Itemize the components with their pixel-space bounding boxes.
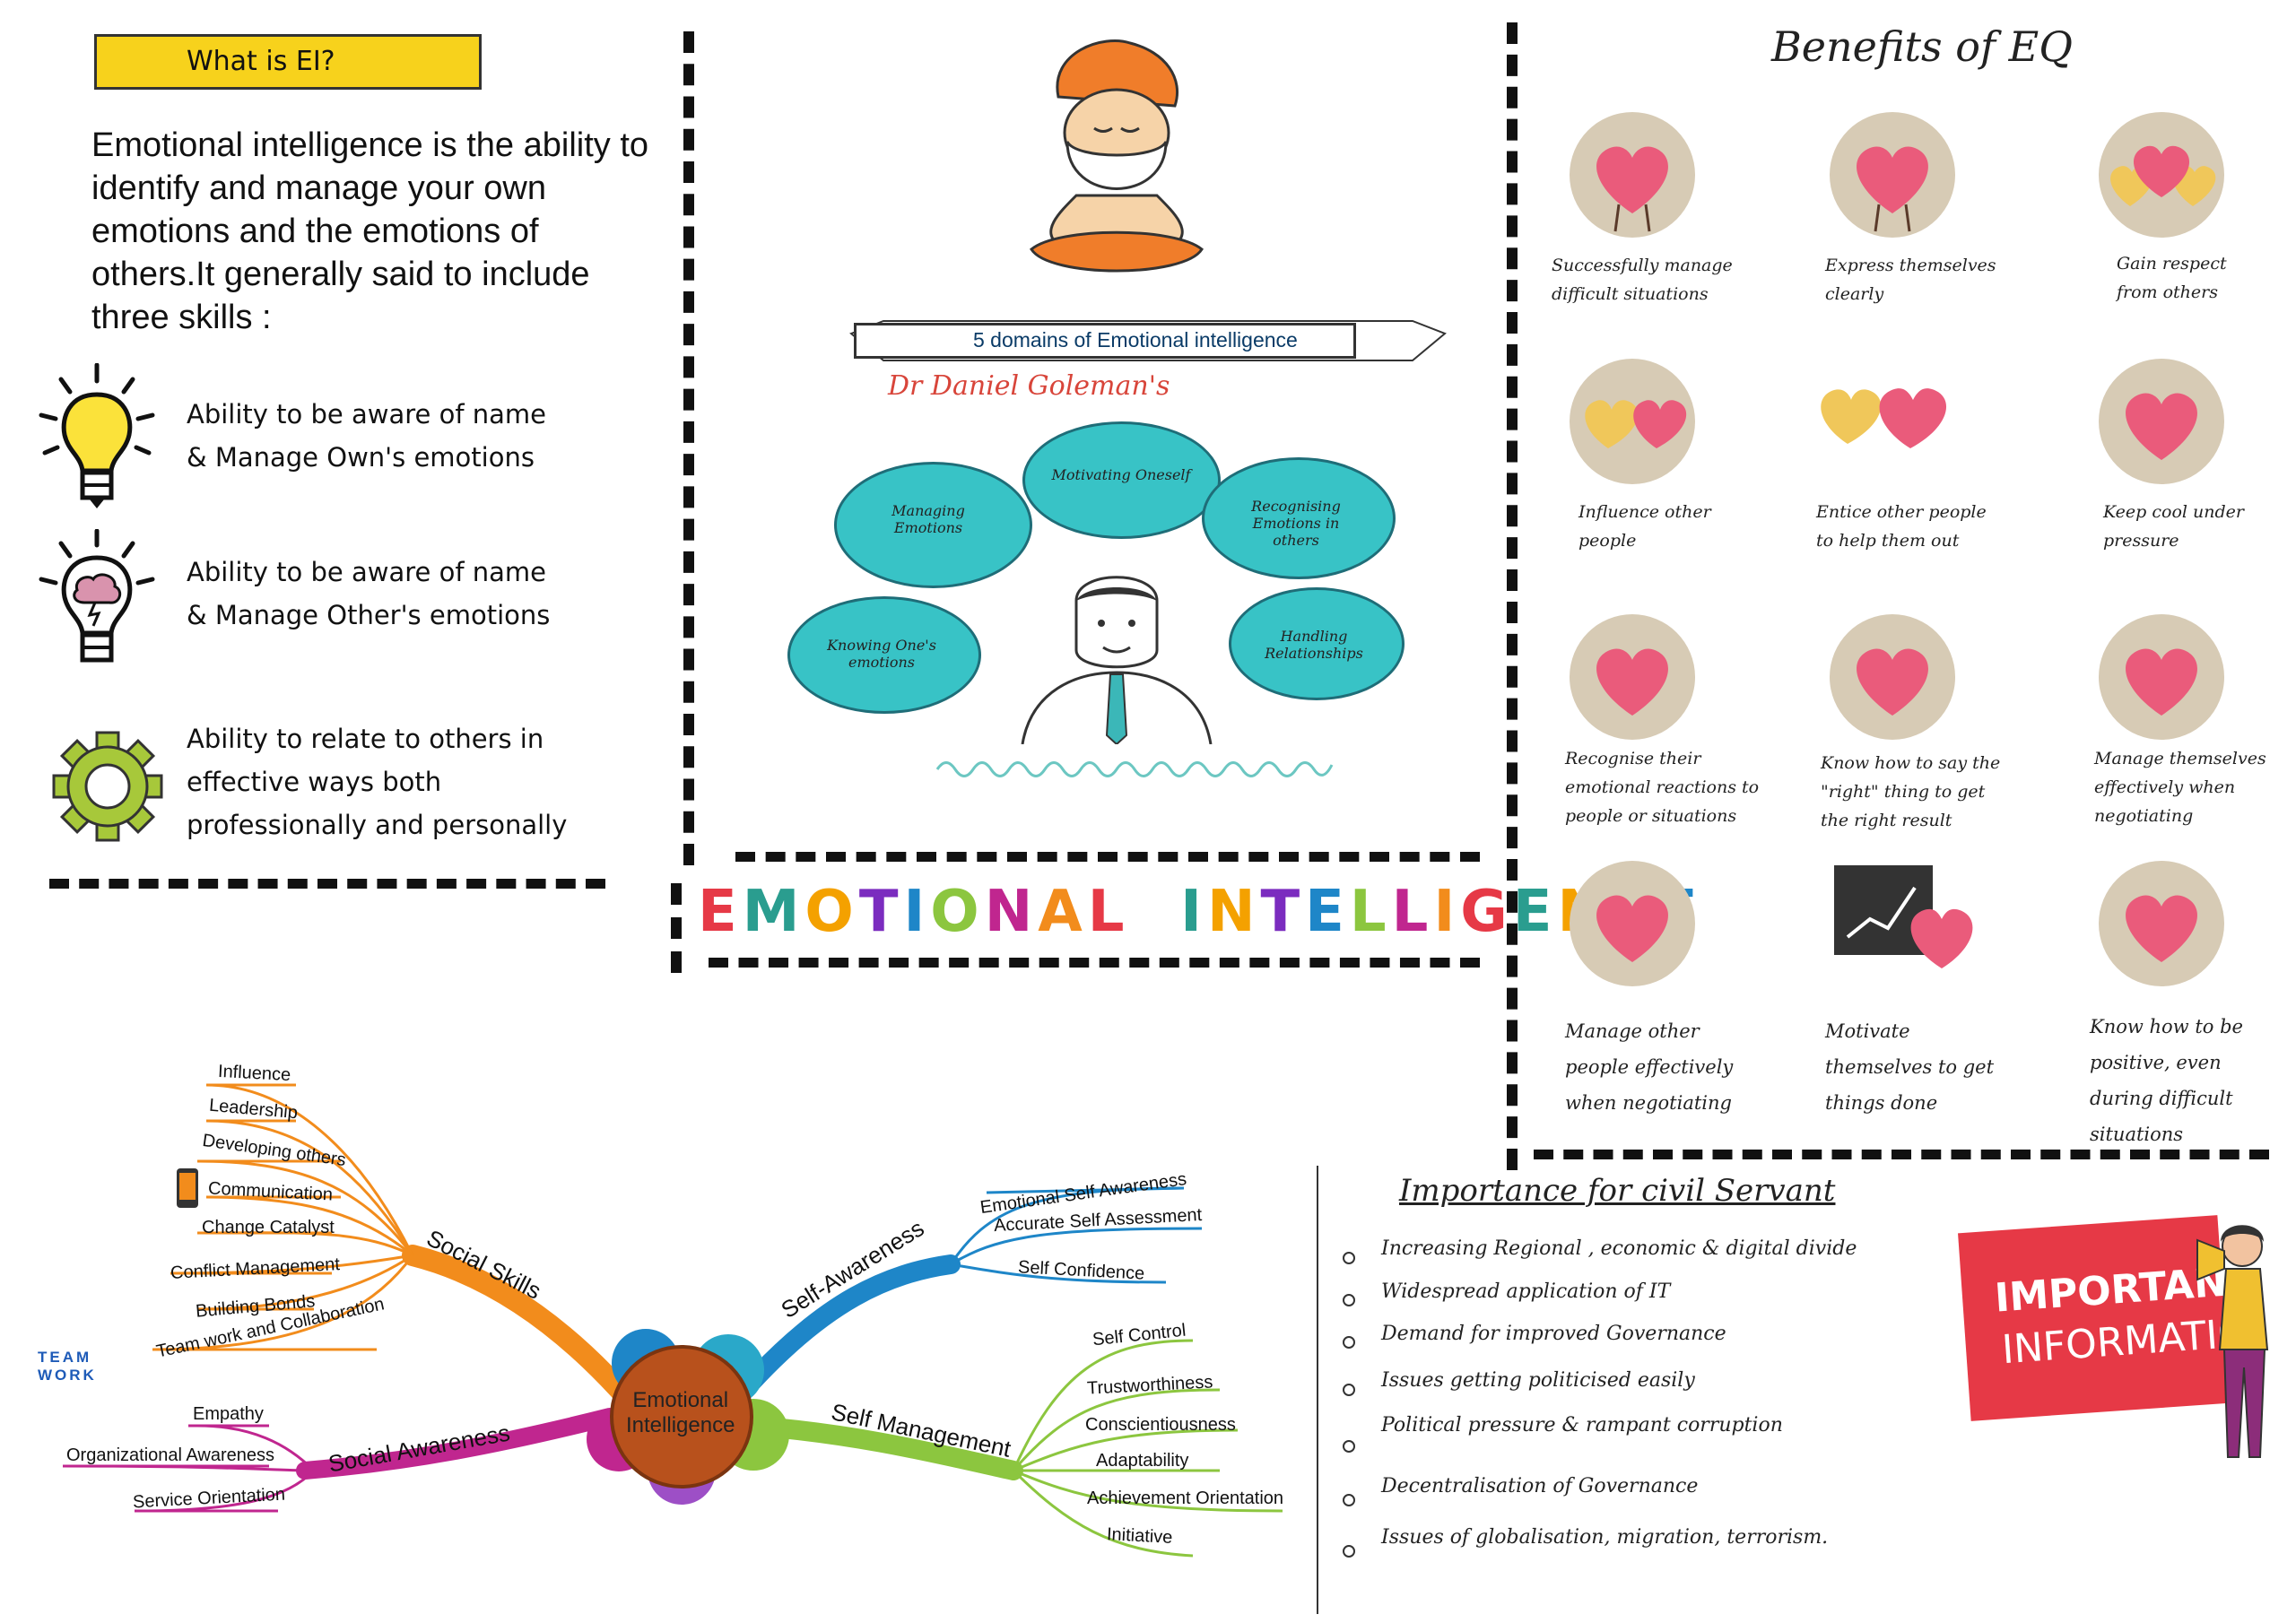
meditating-guru-illustration xyxy=(1030,39,1204,273)
center-gears xyxy=(587,1329,789,1505)
list-item: Influence xyxy=(217,1061,291,1086)
benefit-caption: Gain respect from others xyxy=(2117,254,2227,302)
heart-icon xyxy=(2099,861,2224,986)
mindmap-diagram xyxy=(62,1083,1283,1558)
list-item: Achievement Orientation xyxy=(1087,1488,1284,1508)
domain-banner-ribbon xyxy=(849,320,1447,361)
list-item: Initiative xyxy=(1106,1524,1173,1548)
heart-icon xyxy=(2099,614,2224,740)
gear-icon xyxy=(52,731,163,842)
divider-left xyxy=(683,31,694,865)
main-title-text: EMOTIONAL INTELLIGENCE xyxy=(698,879,1698,945)
heart-icon xyxy=(1830,112,1955,238)
cloud-handling-relationships-label: Handling Relationships xyxy=(1265,628,1363,662)
main-title: EMOTIONAL INTELLIGENCE xyxy=(698,879,1703,945)
benefit-caption: Motivate themselves to get things done xyxy=(1825,1020,1995,1114)
divider-right-bottom xyxy=(1534,1150,2269,1159)
list-item: Decentralisation of Governance xyxy=(1381,1475,1699,1497)
what-is-ei-tag: What is EI? xyxy=(94,34,482,90)
lightbulb-icon xyxy=(39,363,155,508)
importance-title: Importance for civil Servant xyxy=(1399,1173,1836,1209)
cloud-recognising-emotions-label: Recognising Emotions in others xyxy=(1251,498,1341,549)
chart-heart-icon xyxy=(1834,865,1973,968)
heart-icon xyxy=(1570,112,1695,238)
benefit-caption: Manage other people effectively when neg… xyxy=(1565,1020,1734,1114)
heart-icon xyxy=(2099,112,2224,238)
list-item: Demand for improved Governance xyxy=(1381,1323,1726,1345)
heart-icon xyxy=(1821,388,1947,448)
cloud-managing-emotions-label: Managing Emotions xyxy=(891,502,965,536)
title-frame-bottom xyxy=(709,958,1480,968)
benefit-caption: Keep cool under pressure xyxy=(2103,502,2244,551)
importance-left-rule xyxy=(1317,1166,1318,1614)
list-item: Issues of globalisation, migration, terr… xyxy=(1381,1526,1829,1549)
benefit-caption: Recognise their emotional reactions to p… xyxy=(1565,749,1760,826)
benefit-caption: Manage themselves effectively when negot… xyxy=(2094,749,2266,826)
teamwork-figures: TEAM WORK xyxy=(38,1349,97,1384)
cloud-knowing-emotions-label: Knowing One's emotions xyxy=(827,637,936,671)
list-item: Organizational Awareness xyxy=(66,1445,274,1465)
cloud-motivating-oneself-label: Motivating Oneself xyxy=(1051,466,1191,483)
skill-1-text: Ability to be aware of name & Manage Own… xyxy=(187,399,546,473)
title-frame-top xyxy=(735,852,1480,862)
wavy-line-decoration xyxy=(935,761,1334,777)
brain-bulb-icon xyxy=(39,529,155,663)
list-item: Widespread application of IT xyxy=(1381,1280,1671,1303)
title-frame-left xyxy=(671,883,682,973)
benefits-title: Benefits of EQ xyxy=(1771,22,2073,71)
cloud-managing-emotions xyxy=(834,462,1032,588)
benefit-caption: Know how to be positive, even during dif… xyxy=(2090,1016,2243,1145)
what-is-ei-label: What is EI? xyxy=(187,46,335,77)
list-item: Adaptability xyxy=(1096,1451,1189,1471)
heart-icon xyxy=(2099,359,2224,484)
domain-banner-text: 5 domains of Emotional intelligence xyxy=(973,328,1298,352)
benefit-caption: Express themselves clearly xyxy=(1825,256,1996,304)
list-item: Increasing Regional , economic & digital… xyxy=(1381,1237,1857,1260)
list-item: Change Catalyst xyxy=(202,1218,335,1237)
list-item: Issues getting politicised easily xyxy=(1381,1369,1695,1392)
cloud-motivating-oneself xyxy=(1022,421,1221,539)
benefit-caption: Influence other people xyxy=(1578,502,1711,551)
skill-2-text: Ability to be aware of name & Manage Oth… xyxy=(187,557,551,630)
heart-icon xyxy=(1570,861,1695,986)
benefit-caption: Successfully manage difficult situations xyxy=(1552,256,1733,304)
benefit-caption: Entice other people to help them out xyxy=(1816,502,1987,551)
heart-icon xyxy=(1830,614,1955,740)
heart-icon xyxy=(1570,359,1695,484)
skill-3-text: Ability to relate to others in effective… xyxy=(187,724,568,840)
heart-icon xyxy=(1570,614,1695,740)
goleman-label: Dr Daniel Goleman's xyxy=(888,370,1170,402)
divider-mid xyxy=(1507,22,1518,1170)
list-item: Empathy xyxy=(193,1404,264,1424)
cloud-handling-relationships xyxy=(1229,587,1405,700)
list-item: Conscientiousness xyxy=(1085,1415,1236,1435)
cloud-knowing-emotions xyxy=(787,596,981,714)
divider-left-bottom xyxy=(49,879,605,889)
ei-definition: Emotional intelligence is the ability to… xyxy=(91,126,649,336)
benefit-caption: Know how to say the "right" thing to get… xyxy=(1821,753,2001,830)
domain-banner: 5 domains of Emotional intelligence xyxy=(854,323,1356,359)
megaphone-woman-illustration xyxy=(2196,1225,2269,1458)
businessman-illustration xyxy=(1021,576,1213,744)
center-label: Emotional Intelligence xyxy=(626,1388,735,1437)
list-item: Political pressure & rampant corruption xyxy=(1381,1414,1783,1436)
phone-icon xyxy=(177,1168,198,1208)
cloud-recognising-emotions xyxy=(1202,457,1396,579)
